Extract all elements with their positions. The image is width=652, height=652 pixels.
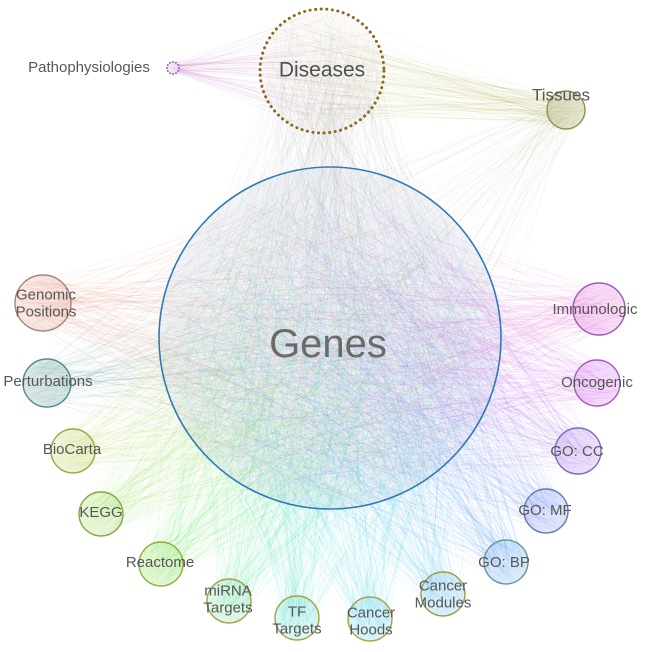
node-label-go-mf[interactable]: GO: MF xyxy=(518,501,572,519)
node-label-reactome[interactable]: Reactome xyxy=(125,553,195,571)
node-genes[interactable] xyxy=(158,166,502,510)
node-label-perturbations[interactable]: Perturbations xyxy=(3,372,93,390)
node-label-immunologic[interactable]: Immunologic xyxy=(552,300,638,318)
node-label-biocarta[interactable]: BioCarta xyxy=(42,440,102,458)
node-label-pathophysiologies[interactable]: Pathophysiologies xyxy=(28,58,150,76)
node-tissues[interactable] xyxy=(546,90,586,130)
edge-bundle-kegg-genes xyxy=(80,181,495,536)
node-go_mf[interactable] xyxy=(523,488,569,534)
node-label-genomic-positions[interactable]: Genomic Positions xyxy=(15,286,77,320)
node-cancer_modules[interactable] xyxy=(420,571,466,617)
node-label-go-bp[interactable]: GO: BP xyxy=(478,553,530,571)
edge-bundle-diseases-pathophysiologies xyxy=(167,13,374,128)
edge-bundle-go_cc-genes xyxy=(172,177,601,488)
edge-bundle-diseases-tissues xyxy=(263,15,585,129)
node-genomic_positions[interactable] xyxy=(14,274,72,332)
node-label-go-cc[interactable]: GO: CC xyxy=(550,442,604,460)
node-label-cancer-hoods[interactable]: Cancer Hoods xyxy=(346,604,396,638)
edge-bundle-immunologic-genes xyxy=(166,181,624,490)
node-cancer_hoods[interactable] xyxy=(347,596,393,642)
edge-bundle-go_mf-genes xyxy=(167,179,568,532)
node-immunologic[interactable] xyxy=(572,282,626,336)
node-label-tf-targets[interactable]: TF Targets xyxy=(272,603,322,637)
node-diseases[interactable] xyxy=(258,7,386,135)
edge-bundle-oncogenic-genes xyxy=(172,178,620,506)
node-label-mirna-targets[interactable]: miRNA Targets xyxy=(203,582,253,616)
edge-bundle-reactome-genes xyxy=(142,181,491,585)
edge-bundle-go_bp-genes xyxy=(170,174,528,584)
edge-bundle-genomic_positions-genes xyxy=(17,171,477,496)
edge-bundle-cancer_hoods-genes xyxy=(170,180,484,640)
node-label-diseases[interactable]: Diseases xyxy=(278,58,366,82)
edge-bundle-diseases-genes xyxy=(164,12,495,500)
node-label-oncogenic[interactable]: Oncogenic xyxy=(561,373,633,391)
edge-bundle-cancer_modules-genes xyxy=(168,172,486,615)
edge-bundle-perturbations-genes xyxy=(24,177,496,501)
node-kegg[interactable] xyxy=(78,491,124,537)
node-label-genes[interactable]: Genes xyxy=(269,322,387,366)
node-label-cancer-modules[interactable]: Cancer Modules xyxy=(414,577,472,611)
node-go_cc[interactable] xyxy=(554,427,602,475)
node-go_bp[interactable] xyxy=(483,539,529,585)
node-perturbations[interactable] xyxy=(22,358,72,408)
node-tf_targets[interactable] xyxy=(274,595,320,641)
node-mirna_targets[interactable] xyxy=(206,578,252,624)
node-label-kegg[interactable]: KEGG xyxy=(79,503,123,521)
node-oncogenic[interactable] xyxy=(573,359,621,407)
edge-bundle-tissues-genes xyxy=(165,94,585,496)
edge-bundle-tf_targets-genes xyxy=(173,175,483,640)
node-label-tissues[interactable]: Tissues xyxy=(532,85,590,105)
node-pathophysiologies[interactable] xyxy=(166,61,180,75)
edge-bundles xyxy=(17,12,624,640)
node-reactome[interactable] xyxy=(138,541,184,587)
edge-bundle-biocarta-genes xyxy=(52,183,491,501)
node-biocarta[interactable] xyxy=(50,428,96,474)
